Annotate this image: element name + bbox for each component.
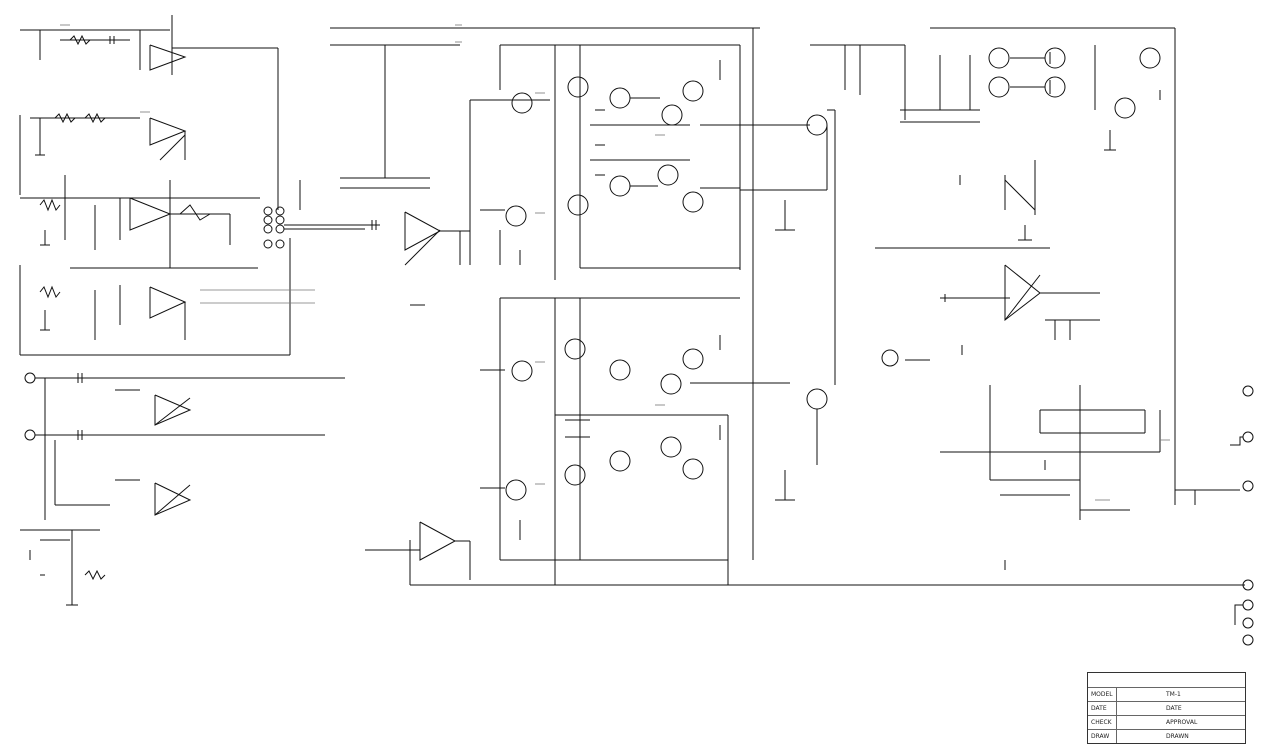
protection-circuit [959, 160, 1036, 241]
title-block-value: DRAWN [1166, 733, 1189, 740]
title-block-row: DATE DATE [1088, 701, 1245, 716]
title-block-value: TM-1 [1166, 691, 1181, 698]
relay-board [940, 385, 1240, 570]
amp-channel-lower [480, 297, 790, 585]
selector-switch-block [200, 180, 365, 304]
title-block-value: APPROVAL [1166, 719, 1198, 726]
title-block-value: DATE [1166, 705, 1182, 712]
title-block-row: CHECK APPROVAL [1088, 715, 1245, 730]
title-block-key: CHECK [1091, 719, 1112, 726]
title-block-key: DRAW [1091, 733, 1110, 740]
speaker-terminals [1230, 385, 1254, 646]
bias-control [875, 247, 1100, 355]
title-block: MODEL TM-1 DATE DATE CHECK APPROVAL DRAW… [1087, 672, 1246, 744]
output-drivers [740, 109, 930, 501]
tone-stage-4 [19, 238, 291, 356]
title-block-header [1088, 673, 1245, 687]
component-designators [60, 24, 1170, 501]
title-block-key: MODEL [1091, 691, 1113, 698]
supply-buses [365, 28, 1245, 586]
amp-channel-upper [469, 44, 810, 280]
title-block-row: MODEL TM-1 [1088, 687, 1245, 702]
power-supply [810, 27, 1176, 470]
tone-stage-2 [19, 112, 187, 195]
aux-input-section [20, 372, 345, 606]
title-block-key: DATE [1091, 705, 1107, 712]
tone-stage-3 [20, 175, 260, 268]
input-section-top [20, 15, 279, 210]
input-buffer [330, 27, 760, 306]
title-block-row: DRAW DRAWN [1088, 729, 1245, 744]
